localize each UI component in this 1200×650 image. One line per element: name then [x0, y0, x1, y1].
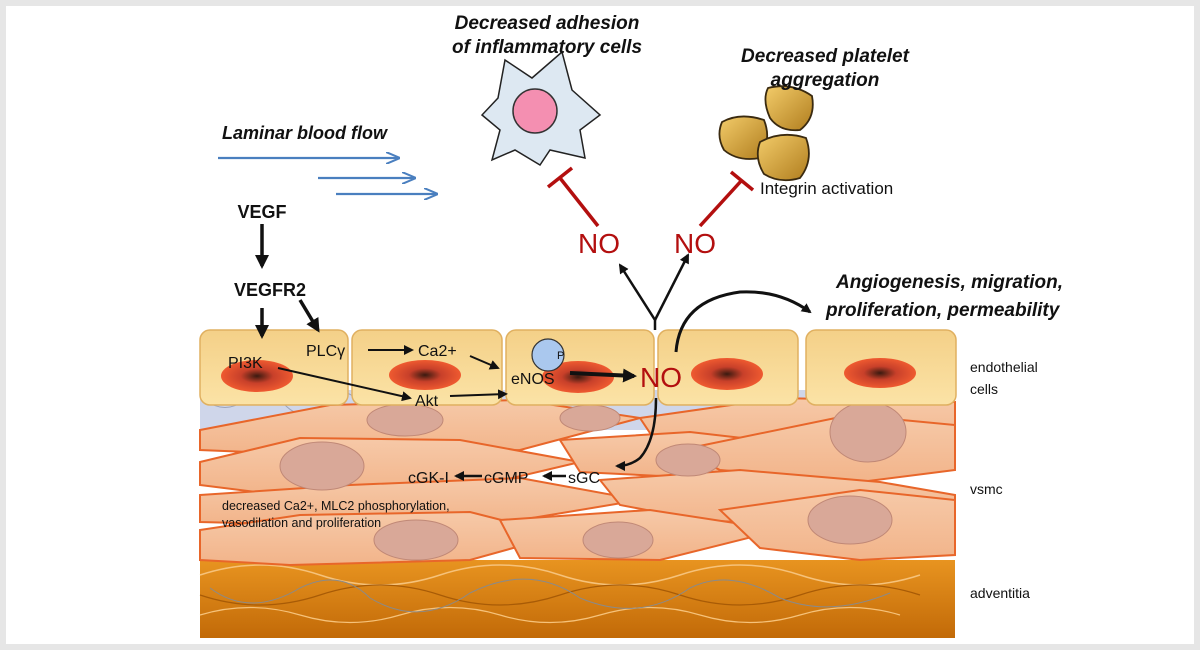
heading-decreased-platelet-2: aggregation	[771, 70, 880, 91]
endothelial-layer	[199, 329, 957, 406]
layer-label-adventitia: adventitia	[970, 585, 1030, 601]
endothelial-nucleus	[389, 360, 461, 390]
endothelial-nucleus	[691, 358, 763, 390]
platelet	[764, 85, 814, 132]
label-akt: Akt	[415, 393, 439, 410]
leukocyte-nucleus	[512, 88, 558, 134]
heading-decreased-platelet-1: Decreased platelet	[741, 46, 910, 67]
endothelial-nucleus	[844, 358, 916, 388]
no-center: NO	[640, 362, 682, 393]
signaling-arrows	[255, 224, 812, 481]
vsmc-nuclei	[279, 401, 907, 561]
label-phosphate: P	[557, 350, 564, 362]
heading-laminar-flow: Laminar blood flow	[222, 123, 388, 143]
label-effects-2: vasodilation and proliferation	[222, 516, 381, 530]
platelet-cluster	[718, 85, 814, 182]
label-vegf: VEGF	[237, 202, 286, 222]
heading-decreased-adhesion-1: Decreased adhesion	[455, 13, 640, 34]
label-integrin: Integrin activation	[760, 179, 893, 198]
layer-label-vsmc: vsmc	[970, 481, 1003, 497]
label-plcg: PLCγ	[306, 343, 345, 360]
label-ca2: Ca2+	[418, 343, 457, 360]
label-effects-1: decreased Ca2+, MLC2 phosphorylation,	[222, 499, 450, 513]
platelet	[756, 133, 810, 182]
label-enos: eNOS	[511, 371, 555, 388]
label-vegfr2: VEGFR2	[234, 280, 306, 300]
label-cgmp: cGMP	[484, 470, 528, 487]
label-cgki: cGK-I	[408, 470, 449, 487]
label-pi3k: PI3K	[228, 355, 263, 372]
no-right: NO	[674, 228, 716, 259]
adventitia-layer	[199, 560, 955, 638]
laminar-flow-arrows	[218, 158, 436, 194]
phosphate-bubble	[531, 338, 565, 372]
no-left: NO	[578, 228, 620, 259]
figure-frame: Decreased adhesion of inflammatory cells…	[6, 6, 1194, 644]
inflammatory-cell	[480, 50, 602, 167]
endothelial-nucleus	[221, 360, 293, 392]
layer-label-endothelial-2: cells	[970, 381, 998, 397]
heading-angiogenesis-1: Angiogenesis, migration,	[835, 272, 1063, 293]
heading-angiogenesis-2: proliferation, permeability	[825, 300, 1061, 321]
inhibition-lines	[546, 166, 755, 228]
endothelial-nucleus	[542, 361, 614, 393]
label-sgc: sGC	[568, 470, 600, 487]
vsmc-layer	[199, 396, 956, 567]
layer-label-endothelial-1: endothelial	[970, 359, 1038, 375]
heading-decreased-adhesion-2: of inflammatory cells	[452, 37, 642, 58]
nitric-oxide-pathway-diagram: Decreased adhesion of inflammatory cells…	[199, 13, 1063, 638]
